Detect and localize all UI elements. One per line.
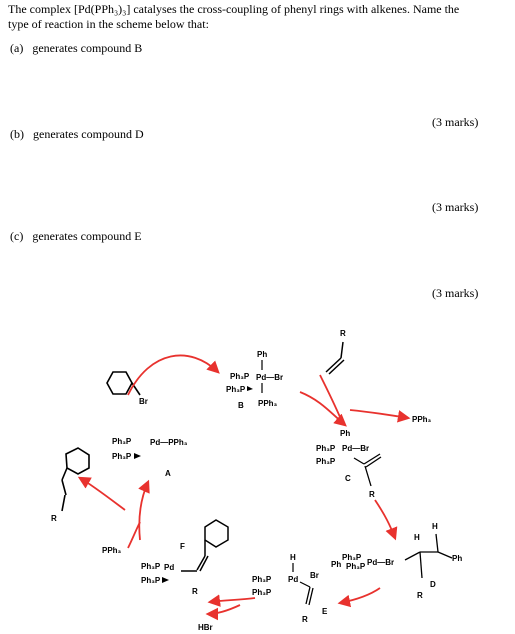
complex-b-ph3p-1: Ph₃P xyxy=(230,372,250,381)
complex-c-ph3p-1: Ph₃P xyxy=(316,444,336,453)
alkene-r: R xyxy=(340,329,346,338)
alkene-reactant xyxy=(325,341,345,375)
complex-b-ph3p-2: Ph₃P xyxy=(226,385,246,394)
complex-f-r: R xyxy=(192,587,198,596)
complex-d-ph-2: Ph xyxy=(452,554,462,563)
complex-b-pd-br: Pd—Br xyxy=(256,373,283,382)
reaction-arrows xyxy=(77,354,411,621)
label-a: A xyxy=(165,469,171,478)
complex-e-br: Br xyxy=(310,571,319,580)
complex-e-ph3p-2: Ph₃P xyxy=(252,588,272,597)
styrene-product xyxy=(61,447,90,512)
complex-e-h: H xyxy=(290,553,296,562)
complex-c-ph3p-2: Ph₃P xyxy=(316,457,336,466)
complex-e: H Ph₃P Pd Ph₃P Br R E xyxy=(252,553,328,624)
intro-line-2: type of reaction in the scheme below tha… xyxy=(8,17,209,31)
complex-d-ph: Ph xyxy=(331,560,341,569)
complex-a: Ph₃P Pd—PPh₃ Ph₃P A xyxy=(112,437,188,478)
complex-e-ph3p-1: Ph₃P xyxy=(252,575,272,584)
bromobenzene-br: Br xyxy=(139,397,148,406)
part-a-text: generates compound B xyxy=(32,41,143,55)
complex-c-r: R xyxy=(369,490,375,499)
part-b-label: (b) xyxy=(10,127,24,141)
complex-e-r: R xyxy=(302,615,308,624)
complex-d-h-2: H xyxy=(432,522,438,531)
part-b: (b) generates compound D xyxy=(10,127,144,141)
label-d: D xyxy=(430,580,436,589)
complex-b-ph: Ph xyxy=(257,350,267,359)
label-e: E xyxy=(322,607,328,616)
complex-b-pph3: PPh₃ xyxy=(258,399,278,408)
complex-f-pph3: PPh₃ xyxy=(102,546,122,555)
complex-a-pd-pph3: Pd—PPh₃ xyxy=(150,438,188,447)
label-f: F xyxy=(180,542,185,551)
part-c: (c) generates compound E xyxy=(10,229,142,243)
complex-d-r: R xyxy=(417,591,423,600)
part-b-text: generates compound D xyxy=(33,127,144,141)
complex-d: Ph₃P Ph Ph₃P Pd—Br H H Ph R D xyxy=(331,522,462,600)
complex-d-ph3p-2: Ph₃P xyxy=(346,562,366,571)
complex-d-ph3p-1: Ph₃P xyxy=(342,553,362,562)
complex-f-pd: Pd xyxy=(164,563,174,572)
part-c-text: generates compound E xyxy=(32,229,142,243)
part-a-marks: (3 marks) xyxy=(432,115,479,129)
styrene-r: R xyxy=(51,514,57,523)
pph3-released: PPh₃ xyxy=(412,415,432,424)
intro-line-1: The complex [Pd(PPh₃)₃] catalyses the cr… xyxy=(8,2,460,16)
part-c-label: (c) xyxy=(10,229,24,243)
part-b-marks: (3 marks) xyxy=(432,200,479,214)
complex-d-h-1: H xyxy=(414,533,420,542)
complex-d-pd-br: Pd—Br xyxy=(367,558,394,567)
complex-f: PPh₃ F Ph₃P Pd Ph₃P R xyxy=(102,519,229,596)
complex-f-ph3p-1: Ph₃P xyxy=(141,562,161,571)
complex-a-ph3p-2: Ph₃P xyxy=(112,452,132,461)
label-b: B xyxy=(238,401,244,410)
complex-c-pd-br: Pd—Br xyxy=(342,444,369,453)
complex-f-ph3p-2: Ph₃P xyxy=(141,576,161,585)
hbr-byproduct: HBr xyxy=(198,623,213,632)
complex-a-ph3p-1: Ph₃P xyxy=(112,437,132,446)
part-c-marks: (3 marks) xyxy=(432,286,479,300)
complex-e-pd: Pd xyxy=(288,575,298,584)
complex-b: Ph Ph₃P Pd—Br Ph₃P B PPh₃ xyxy=(226,350,283,410)
label-c: C xyxy=(345,474,351,483)
complex-c-ph: Ph xyxy=(340,429,350,438)
part-a: (a) generates compound B xyxy=(10,41,142,55)
complex-c: Ph Ph₃P Pd—Br Ph₃P C R xyxy=(316,429,382,499)
part-a-label: (a) xyxy=(10,41,24,55)
